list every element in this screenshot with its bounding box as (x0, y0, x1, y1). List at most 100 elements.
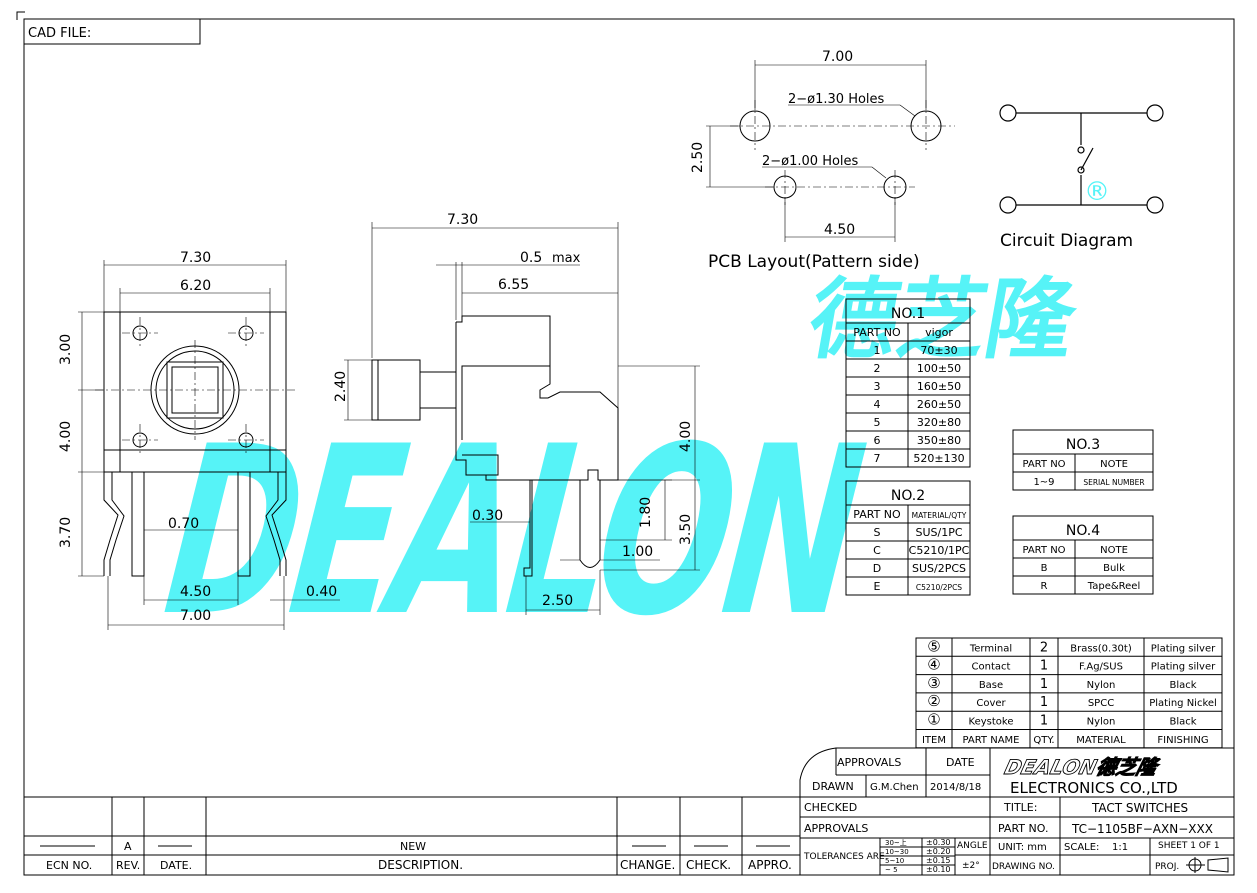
svg-text:PROJ.: PROJ. (1155, 862, 1179, 872)
cad-file-label: CAD FILE: (28, 26, 91, 41)
bom-cell: 1 (1040, 677, 1048, 692)
table-no2-cell: C5210/2PCS (916, 583, 962, 592)
svg-text:4.00: 4.00 (58, 421, 74, 452)
svg-text:~ 5: ~ 5 (885, 866, 898, 874)
table-no4-header: NOTE (1100, 545, 1128, 556)
corner-mark (16, 11, 25, 20)
svg-text:PART NO.: PART NO. (998, 822, 1048, 835)
table-no1-cell: 5 (874, 416, 881, 429)
svg-text:ECN NO.: ECN NO. (46, 859, 92, 872)
svg-text:30~上: 30~上 (885, 838, 907, 847)
bom-cell: Black (1169, 680, 1196, 691)
table-no1-cell: 70±30 (920, 344, 957, 357)
svg-text:7.30: 7.30 (180, 250, 211, 266)
bom-cell: Nylon (1087, 717, 1116, 728)
svg-text:2.40: 2.40 (333, 371, 349, 402)
bom-header: QTY. (1033, 735, 1054, 746)
svg-text:6.55: 6.55 (498, 277, 529, 293)
sheet-border (23, 18, 1235, 876)
svg-text:±2°: ±2° (962, 861, 980, 871)
part-number: TC−1105BF−AXN−XXX (1071, 822, 1213, 836)
table-no2-title: NO.2 (891, 488, 925, 504)
bom-cell: ③ (927, 674, 940, 692)
svg-text:DESCRIPTION.: DESCRIPTION. (378, 858, 463, 872)
svg-text:TOLERANCES ARE: TOLERANCES ARE (803, 852, 885, 862)
svg-text:TITLE:: TITLE: (1003, 801, 1037, 814)
svg-text:REV.: REV. (116, 859, 140, 872)
table-no2-cell: SUS/2PCS (912, 562, 966, 575)
watermark-registered: ® (1084, 177, 1110, 207)
svg-text:DATE.: DATE. (160, 859, 192, 872)
bom-cell: 1 (1040, 695, 1048, 710)
bom-cell: Terminal (969, 643, 1012, 654)
lead-left (103, 472, 125, 576)
table-no4-cell: B (1041, 563, 1048, 574)
bom-cell: ② (927, 692, 940, 710)
cover (456, 315, 551, 440)
company-logo: DEALON德芝隆 (1002, 755, 1163, 779)
circuit-caption: Circuit Diagram (1000, 231, 1133, 251)
svg-text:SCALE:: SCALE: (1064, 842, 1099, 853)
svg-text:G.M.Chen: G.M.Chen (870, 782, 919, 793)
svg-text:CHANGE.: CHANGE. (620, 858, 675, 872)
table-no2-header: MATERIAL/QTY (912, 511, 967, 520)
table-no2-cell: C5210/1PC (909, 544, 970, 557)
watermark-chinese: 德芝隆 (801, 269, 1084, 371)
table-no4-title: NO.4 (1066, 523, 1100, 539)
svg-text:4.50: 4.50 (180, 584, 211, 600)
drawing-title: TACT SWITCHES (1091, 801, 1188, 815)
company-name: ELECTRONICS CO.,LTD (1010, 779, 1178, 797)
front-view (78, 260, 340, 630)
table-no2-cell: S (874, 526, 881, 539)
table-no3-cell: SERIAL NUMBER (1083, 478, 1144, 487)
title-block (799, 747, 1234, 875)
bom-cell: Plating Nickel (1149, 698, 1217, 709)
bom-cell: ④ (927, 656, 940, 674)
table-no2-header: PART NO (853, 508, 901, 521)
svg-text:DRAWING NO.: DRAWING NO. (992, 862, 1055, 872)
table-no3-header: PART NO (1022, 459, 1065, 470)
table-no1-header: vigor (925, 326, 953, 339)
pcb-layout (706, 60, 955, 242)
svg-text:1.80: 1.80 (638, 497, 654, 528)
bom-cell: Contact (972, 662, 1011, 673)
svg-text:2−ø1.00 Holes: 2−ø1.00 Holes (762, 154, 859, 169)
svg-text:1.00: 1.00 (622, 544, 653, 560)
svg-text:A: A (124, 840, 132, 853)
front-dims: 7.30 6.20 3.00 4.00 3.70 0.70 4.50 0.40 … (58, 250, 337, 624)
bom-header: MATERIAL (1076, 735, 1126, 746)
table-no1-cell: 320±80 (917, 416, 961, 429)
table-no1-header: PART NO (853, 326, 901, 339)
table-no2-cell: D (873, 562, 881, 575)
svg-text:0.30: 0.30 (472, 508, 503, 524)
table-no3-header: NOTE (1100, 459, 1128, 470)
pin-left (131, 471, 145, 577)
table-no2-cell: E (874, 580, 881, 593)
svg-text:0.70: 0.70 (168, 516, 199, 532)
bom-cell: ⑤ (927, 637, 940, 655)
title-block-text: APPROVALS DATE DRAWN G.M.Chen 2014/8/18 … (803, 755, 1220, 874)
table-no1-cell: 3 (874, 380, 881, 393)
bom-cell: 1 (1040, 714, 1048, 729)
svg-text:10~30: 10~30 (885, 848, 909, 856)
svg-text:±0.20: ±0.20 (926, 847, 951, 856)
bom-cell: Plating silver (1151, 662, 1216, 673)
table-no4-cell: Bulk (1103, 563, 1125, 574)
table-no1-cell: 1 (874, 344, 881, 357)
cad-file-box (23, 18, 201, 45)
bom-header: PART NAME (962, 735, 1019, 746)
svg-text:4.50: 4.50 (824, 222, 855, 238)
table-no3-cell: 1~9 (1033, 477, 1054, 488)
bom-cell: Cover (976, 698, 1006, 709)
svg-text:APPRO.: APPRO. (748, 858, 792, 872)
svg-text:CHECKED: CHECKED (804, 801, 857, 814)
bom-header: FINISHING (1157, 735, 1208, 746)
svg-text:CHECK.: CHECK. (686, 858, 731, 872)
svg-text:7.00: 7.00 (822, 49, 853, 65)
table-no1-cell: 2 (874, 362, 881, 375)
